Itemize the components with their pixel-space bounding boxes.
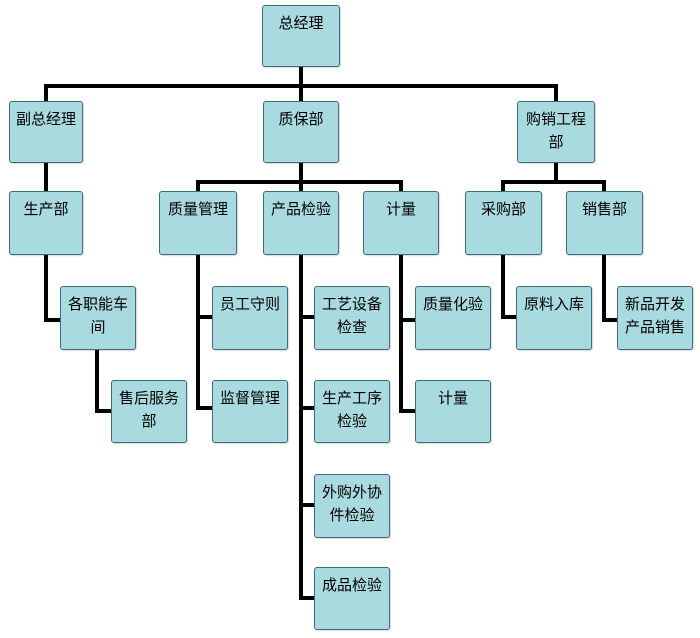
node-general-manager-label: 总经理 bbox=[278, 14, 324, 32]
node-product-inspection-label: 产品检验 bbox=[270, 200, 331, 218]
node-general-manager: 总经理 bbox=[262, 5, 340, 67]
node-supervision-mgmt-label: 监督管理 bbox=[219, 389, 280, 407]
node-metrology-sub: 计量 bbox=[415, 380, 491, 443]
node-production-dept: 生产部 bbox=[9, 191, 83, 255]
node-qa-dept: 质保部 bbox=[263, 101, 339, 163]
node-outsourced-parts-check: 外购外协件检验 bbox=[314, 474, 390, 538]
node-process-equipment-check-label: 工艺设备检查 bbox=[321, 295, 382, 336]
node-new-product-sales: 新品开发产品销售 bbox=[617, 286, 693, 350]
node-finished-product-check: 成品检验 bbox=[314, 567, 390, 630]
node-supervision-mgmt: 监督管理 bbox=[212, 380, 288, 443]
node-quality-testing: 质量化验 bbox=[415, 286, 491, 350]
node-employee-rules: 员工守则 bbox=[212, 286, 288, 350]
node-new-product-sales-label: 新品开发产品销售 bbox=[624, 295, 685, 336]
node-purchasing-dept: 采购部 bbox=[465, 191, 542, 255]
node-qa-dept-label: 质保部 bbox=[278, 110, 324, 128]
node-process-equipment-check: 工艺设备检查 bbox=[314, 286, 390, 350]
node-metrology: 计量 bbox=[363, 191, 439, 255]
node-after-sales-label: 售后服务部 bbox=[118, 389, 179, 430]
node-sales-dept-label: 销售部 bbox=[581, 200, 627, 218]
node-production-process-check: 生产工序检验 bbox=[314, 380, 390, 443]
node-raw-material-intake-label: 原料入库 bbox=[523, 295, 584, 313]
node-quality-mgmt-label: 质量管理 bbox=[167, 200, 228, 218]
node-metrology-sub-label: 计量 bbox=[437, 389, 468, 407]
node-deputy-gm: 副总经理 bbox=[9, 101, 83, 163]
node-production-process-check-label: 生产工序检验 bbox=[321, 389, 382, 430]
node-finished-product-check-label: 成品检验 bbox=[321, 576, 382, 594]
node-metrology-label: 计量 bbox=[385, 200, 416, 218]
node-product-inspection: 产品检验 bbox=[263, 191, 339, 255]
node-sales-dept: 销售部 bbox=[566, 191, 643, 255]
node-after-sales: 售后服务部 bbox=[111, 380, 187, 443]
node-quality-testing-label: 质量化验 bbox=[422, 295, 483, 313]
node-procurement-sales-dept: 购销工程部 bbox=[517, 101, 595, 163]
node-workshops: 各职能车间 bbox=[60, 286, 136, 350]
node-purchasing-dept-label: 采购部 bbox=[480, 200, 526, 218]
node-outsourced-parts-check-label: 外购外协件检验 bbox=[321, 483, 382, 524]
node-production-dept-label: 生产部 bbox=[23, 200, 69, 218]
node-raw-material-intake: 原料入库 bbox=[516, 286, 592, 350]
node-workshops-label: 各职能车间 bbox=[67, 295, 128, 336]
node-employee-rules-label: 员工守则 bbox=[219, 295, 280, 313]
node-quality-mgmt: 质量管理 bbox=[159, 191, 237, 255]
node-procurement-sales-dept-label: 购销工程部 bbox=[525, 110, 586, 151]
node-deputy-gm-label: 副总经理 bbox=[15, 110, 76, 128]
